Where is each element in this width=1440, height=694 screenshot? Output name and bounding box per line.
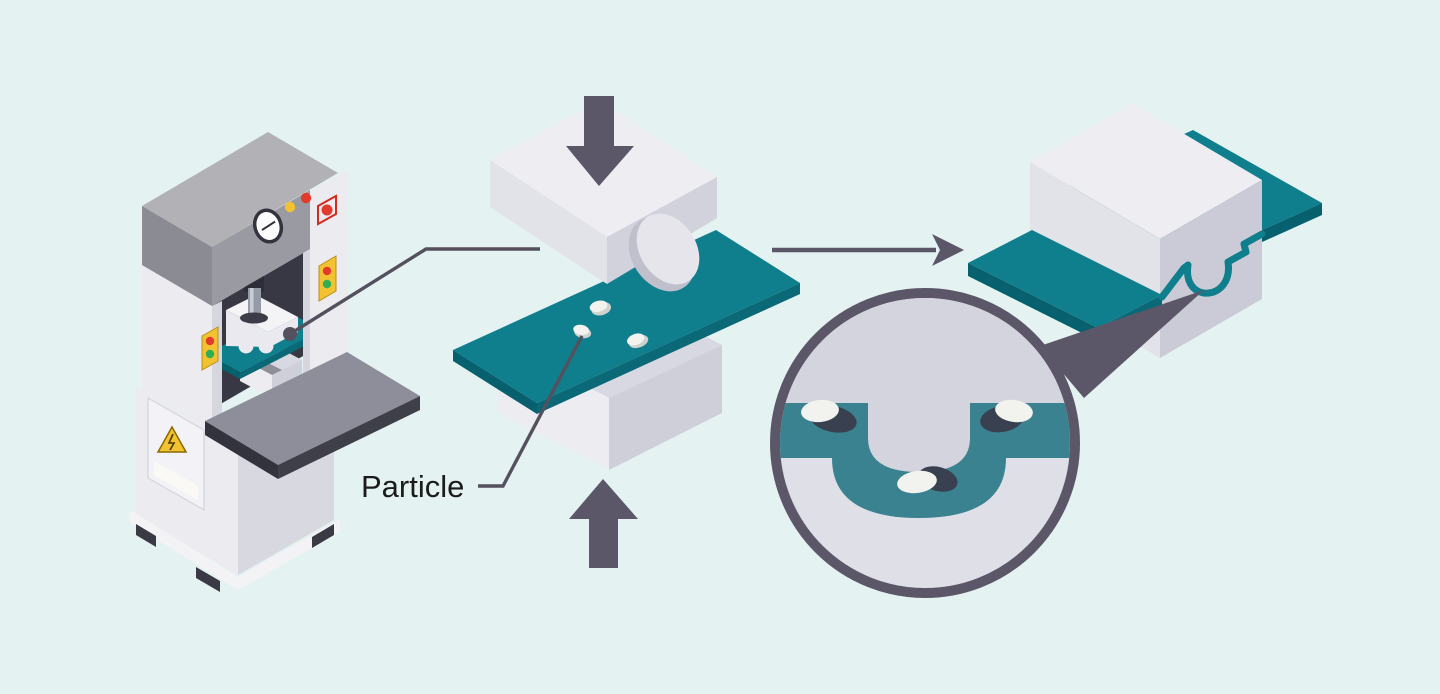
machine-callout — [283, 247, 540, 341]
metal-sheet — [453, 230, 800, 414]
upper-die — [490, 100, 717, 292]
magnifier — [770, 288, 1204, 598]
press-down-arrow-icon — [566, 96, 634, 186]
pressure-gauge — [252, 208, 284, 244]
base-plinth — [130, 510, 340, 590]
magnifier-cross-section — [780, 298, 1070, 518]
magnifier-callout-wedge — [1040, 290, 1204, 398]
particle-3 — [627, 333, 649, 349]
embedded-particle-bottom — [897, 466, 958, 494]
indicator-light-yellow — [284, 201, 296, 213]
flow-arrowhead-icon — [932, 234, 964, 266]
embedded-particle-right — [980, 399, 1033, 433]
indicator-light-red — [300, 192, 312, 204]
machine-right-column — [303, 170, 348, 404]
process-flow-arrow — [772, 234, 964, 266]
emergency-stop-frame-right — [317, 194, 337, 226]
stop-button-right — [322, 266, 332, 276]
start-button-right — [322, 279, 332, 289]
control-panel-right — [318, 255, 337, 302]
particle-label: Particle — [361, 469, 464, 504]
base-info-label — [154, 461, 198, 500]
magnifier-upper-die — [780, 298, 1070, 472]
machine-head — [142, 132, 338, 306]
ram-flange — [240, 312, 268, 324]
hazard-label — [156, 425, 188, 453]
particle-2 — [573, 324, 592, 339]
machine-feet — [136, 524, 334, 592]
press-up-arrow-icon — [569, 479, 638, 568]
upper-die-punch-bump — [628, 213, 700, 292]
control-panel-left — [201, 326, 219, 371]
stage-open-die: Particle — [361, 96, 800, 568]
particle-1 — [589, 300, 612, 316]
callout-dot — [283, 327, 297, 341]
stage-closed-die — [968, 103, 1322, 358]
machine-callout-line — [289, 247, 540, 336]
emergency-stop-button-right — [321, 204, 333, 216]
lightning-bolt-icon — [167, 433, 176, 451]
start-button — [205, 349, 215, 359]
particle-leader-line — [478, 335, 584, 488]
embedded-particle-left — [801, 399, 857, 433]
stop-button — [205, 336, 215, 346]
die-parting-line — [1158, 230, 1266, 301]
press-machine — [130, 132, 540, 592]
gauge-needle — [261, 220, 276, 231]
machine-table — [205, 352, 420, 479]
